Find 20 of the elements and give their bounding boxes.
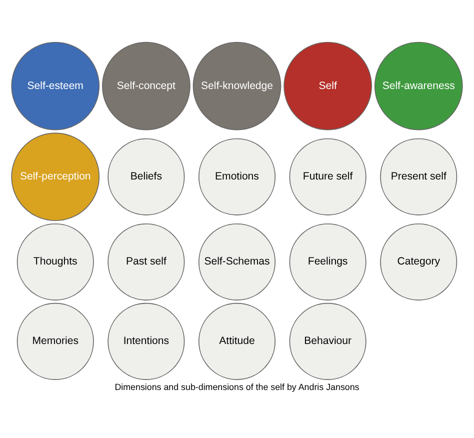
node-circle: Self-perception <box>11 132 100 222</box>
node-circle: Beliefs <box>108 138 185 216</box>
node-circle: Emotions <box>198 138 276 216</box>
node-circle: Self-esteem <box>11 42 100 130</box>
node-circle: Self-concept <box>102 42 190 130</box>
node-circle: Thoughts <box>16 223 94 300</box>
node-circle: Self-awareness <box>374 42 463 130</box>
node-circle: Memories <box>16 302 94 380</box>
node-circle: Self-Schemas <box>198 223 276 300</box>
node-circle: Present self <box>380 138 458 216</box>
node-circle: Self-knowledge <box>192 42 282 130</box>
node-circle: Category <box>380 223 458 300</box>
node-circle: Past self <box>108 223 185 300</box>
node-circle: Attitude <box>198 302 276 380</box>
node-circle: Behaviour <box>289 302 366 380</box>
caption: Dimensions and sub-dimensions of the self by Andris Jansons <box>114 382 360 392</box>
node-circle: Self <box>284 42 372 130</box>
node-circle: Future self <box>289 138 366 216</box>
node-circle: Feelings <box>289 223 366 300</box>
node-circle: Intentions <box>108 302 185 380</box>
